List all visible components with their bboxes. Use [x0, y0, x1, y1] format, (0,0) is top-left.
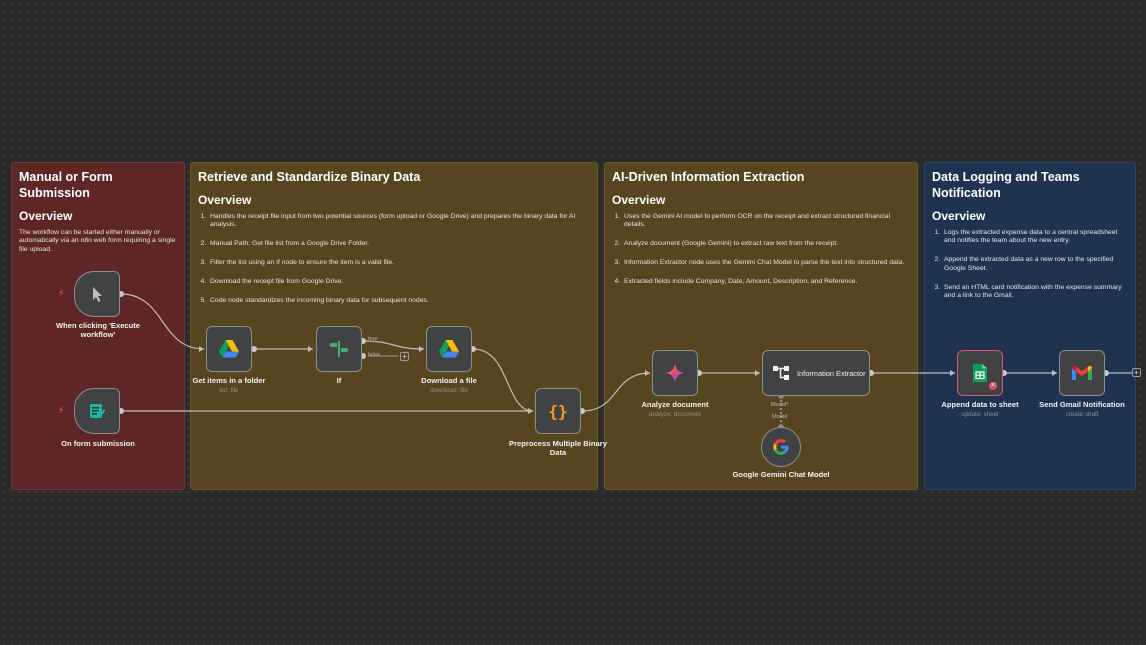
sheets-icon	[973, 364, 987, 382]
sticky-title: Manual or Form Submission	[19, 170, 113, 200]
node-label: On form submission	[61, 439, 135, 448]
node-label: Send Gmail Notification	[1039, 400, 1125, 409]
list-item: Handles the receipt file input from two …	[208, 213, 590, 230]
node-form-trigger[interactable]	[74, 388, 120, 434]
node-label: Get items in a folder	[192, 376, 266, 385]
google-drive-icon	[439, 340, 459, 358]
connection-arrows	[199, 346, 1057, 414]
node-subtitle: download: file	[430, 387, 468, 394]
tree-icon	[773, 366, 789, 380]
sticky-paragraph: The workflow can be started either manua…	[19, 229, 176, 253]
node-subtitle: list: file	[219, 387, 239, 394]
node-subtitle: analyze: document	[649, 411, 701, 418]
sticky-subtitle: Overview	[19, 209, 73, 223]
node-preprocess-binary[interactable]: {}	[535, 388, 581, 434]
node-label: Download a file	[421, 376, 477, 385]
list-item: Manual Path: Get file list from a Google…	[208, 240, 590, 248]
node-send-gmail[interactable]	[1059, 350, 1105, 396]
sticky-title: AI-Driven Information Extraction	[612, 170, 805, 184]
sticky-note-manual-form[interactable]: Manual or Form Submission Overview The w…	[11, 162, 185, 490]
node-gemini-chat-model[interactable]	[761, 427, 801, 467]
node-label: Analyze document	[641, 400, 709, 409]
list-item: Information Extractor node uses the Gemi…	[622, 259, 910, 267]
node-get-items-in-folder[interactable]	[206, 326, 252, 372]
connection-download-to-preprocess	[472, 348, 534, 412]
node-if[interactable]	[316, 326, 362, 372]
list-item: Download the receipt file from Google Dr…	[208, 278, 590, 286]
if-icon	[329, 341, 349, 357]
model-port-label: Model*	[771, 402, 789, 408]
connection-manual-to-getitems	[120, 293, 205, 350]
model-handle	[777, 392, 785, 431]
sticky-subtitle: Overview	[932, 209, 986, 223]
node-manual-trigger[interactable]	[74, 271, 120, 317]
add-node-plus-button[interactable]: +	[1132, 368, 1141, 377]
sticky-note-ai-extraction[interactable]: AI-Driven Information Extraction Overvie…	[604, 162, 918, 490]
sticky-list: Uses the Gemini AI model to perform OCR …	[612, 213, 910, 287]
if-false-label: false	[368, 352, 380, 358]
sticky-title: Retrieve and Standardize Binary Data	[198, 170, 421, 184]
sticky-list: Logs the extracted expense data to a cen…	[932, 229, 1128, 300]
node-label: Google Gemini Chat Model	[732, 470, 830, 479]
google-drive-icon	[219, 340, 239, 358]
list-item: Send an HTML card notification with the …	[942, 284, 1128, 301]
form-icon	[90, 404, 106, 418]
if-true-label: true	[368, 336, 378, 342]
connection-if-true-to-download	[362, 340, 425, 350]
list-item: Extracted fields include Company, Date, …	[622, 278, 910, 286]
node-label: If	[336, 376, 342, 385]
node-append-to-sheet[interactable]: ×	[957, 350, 1003, 396]
add-node-plus-button[interactable]: +	[400, 352, 409, 361]
node-inline-label: Information Extractor	[797, 368, 866, 378]
node-label: Append data to sheet	[941, 400, 1019, 409]
list-item: Filter the list using an If node to ensu…	[208, 259, 590, 267]
connection-preprocess-to-analyze	[581, 372, 651, 412]
node-download-file[interactable]	[426, 326, 472, 372]
sticky-subtitle: Overview	[198, 193, 252, 207]
gemini-icon	[666, 364, 684, 382]
list-item: Analyze document (Google Gemini) to extr…	[622, 240, 910, 248]
google-icon	[773, 439, 789, 455]
code-braces-icon: {}	[548, 401, 568, 421]
sticky-list: Handles the receipt file input from two …	[198, 213, 590, 305]
trigger-bolt-icon: ⚡	[58, 288, 65, 298]
list-item: Uses the Gemini AI model to perform OCR …	[622, 213, 910, 230]
node-label: Preprocess Multiple Binary Data	[509, 439, 607, 457]
cursor-icon	[93, 287, 102, 302]
node-label: When clicking 'Execute workflow'	[55, 321, 141, 339]
sticky-note-logging-notification[interactable]: Data Logging and Teams Notification Over…	[924, 162, 1136, 490]
trigger-bolt-icon: ⚡	[58, 405, 65, 415]
model-connection-label: Model	[772, 414, 788, 420]
node-analyze-document[interactable]	[652, 350, 698, 396]
sticky-note-retrieve-standardize[interactable]: Retrieve and Standardize Binary Data Ove…	[190, 162, 598, 490]
node-information-extractor[interactable]: Information Extractor	[762, 350, 870, 396]
sticky-title: Data Logging and Teams Notification	[932, 170, 1080, 200]
list-item: Code node standardizes the incoming bina…	[208, 297, 590, 305]
node-subtitle: update: sheet	[961, 411, 999, 418]
node-subtitle: create: draft	[1065, 411, 1099, 418]
sticky-subtitle: Overview	[612, 193, 666, 207]
error-badge-icon: ×	[989, 382, 997, 390]
list-item: Logs the extracted expense data to a cen…	[942, 229, 1128, 246]
gmail-icon	[1072, 365, 1092, 380]
list-item: Append the extracted data as a new row t…	[942, 256, 1128, 273]
